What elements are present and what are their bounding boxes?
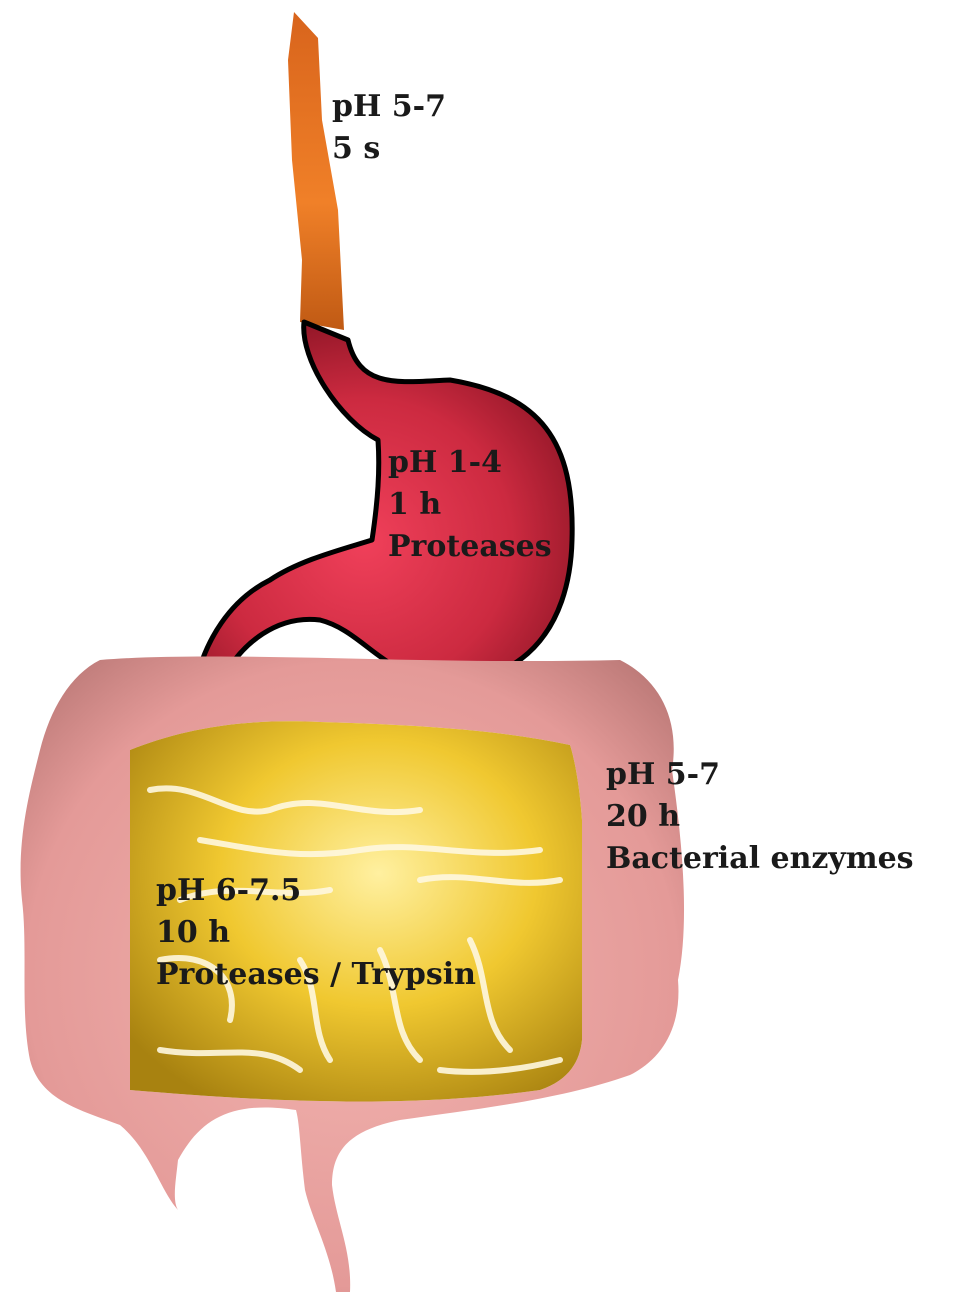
esophagus-time: 5 s — [332, 131, 380, 166]
esophagus-ph: pH 5-7 — [332, 89, 446, 124]
small-intestine-time: 10 h — [156, 915, 230, 950]
stomach-ph: pH 1-4 — [388, 445, 502, 480]
stomach-shape — [195, 322, 572, 688]
large-intestine-label: pH 5-7 20 h Bacterial enzymes — [606, 757, 914, 876]
esophagus-label: pH 5-7 5 s — [332, 89, 446, 166]
small-intestine-shape — [130, 721, 582, 1101]
esophagus-shape — [288, 12, 344, 330]
stomach-enzymes: Proteases — [388, 529, 552, 564]
small-intestine-enzymes: Proteases / Trypsin — [156, 957, 476, 992]
large-intestine-time: 20 h — [606, 799, 680, 834]
large-intestine-ph: pH 5-7 — [606, 757, 720, 792]
large-intestine-enzymes: Bacterial enzymes — [606, 841, 914, 876]
stomach-time: 1 h — [388, 487, 441, 522]
small-intestine-ph: pH 6-7.5 — [156, 873, 301, 908]
